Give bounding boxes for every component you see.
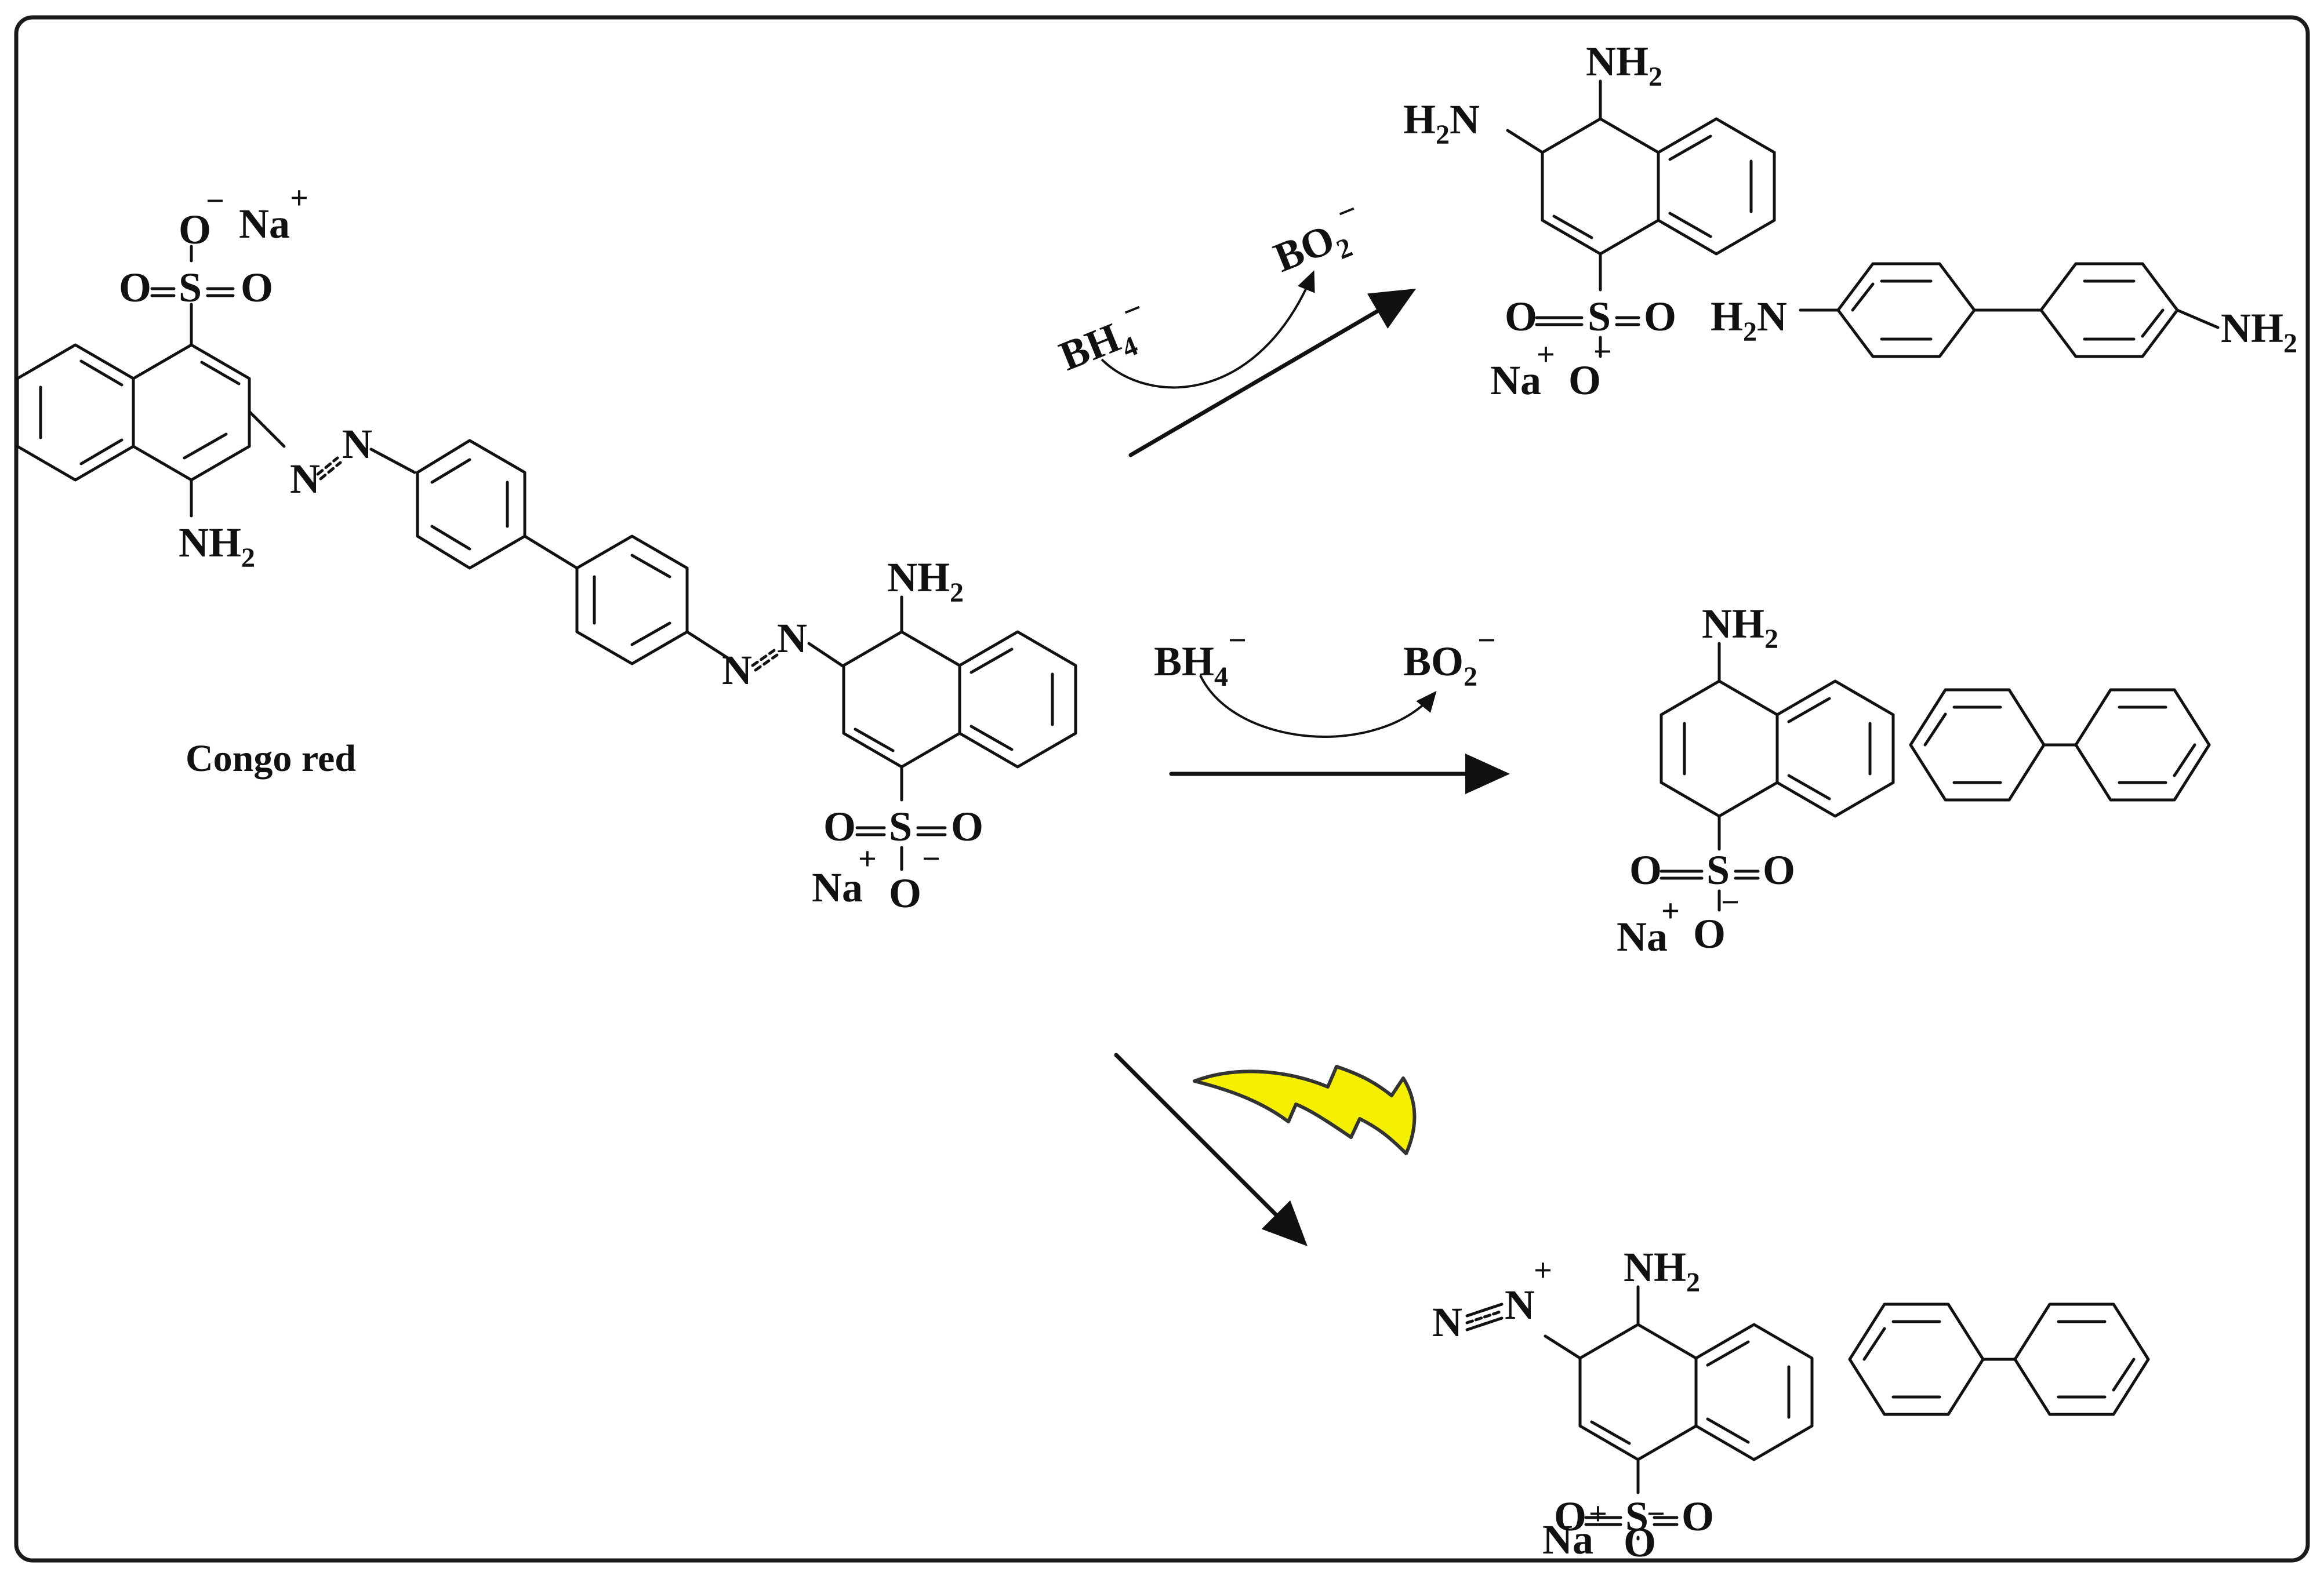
sulfonate-s-top: S [179, 264, 202, 311]
product-benzidine: H2N NH2 [1711, 262, 2297, 359]
amine-label: NH2 [887, 554, 964, 608]
diazonium-n-central: N [1505, 1282, 1535, 1328]
sulfonate-o-right: O [1763, 847, 1795, 893]
azo-double-bond [751, 649, 776, 667]
product-aminonaphthalene: NH2 S O O O − Na + [1617, 601, 1895, 960]
charge-plus: + [858, 841, 877, 877]
charge-plus: + [1534, 1253, 1552, 1289]
azo-n3: N [722, 647, 752, 693]
azo-n1: N [290, 456, 320, 502]
biphenyl-ring-b [575, 534, 729, 665]
azo-double-bond [754, 653, 779, 672]
product-bo2-middle: BO2− [1403, 623, 1496, 692]
triple-bond [1465, 1316, 1504, 1331]
bottom-pathway [1114, 1053, 1417, 1246]
lightning-bolt-icon [1193, 1065, 1417, 1155]
charge-plus: + [290, 180, 308, 216]
sodium-label: Na [1617, 914, 1668, 960]
sulfonate-o-down: O [1693, 911, 1726, 957]
sulfonate-o-left: O [119, 264, 151, 311]
amine-label: NH2 [2221, 305, 2297, 359]
charge-minus: − [1721, 885, 1740, 921]
sodium-label: Na [1542, 1516, 1593, 1563]
sulfonate-o-right: O [951, 803, 983, 850]
curved-arrow-top [1101, 270, 1315, 389]
middle-pathway: BH4− BO2− [1154, 623, 1510, 794]
triple-bond [1465, 1303, 1504, 1318]
amine-label: NH2 [1702, 601, 1778, 654]
top-pathway: BH4− BO2− [1048, 191, 1417, 457]
left-naphthalene [16, 303, 286, 518]
charge-minus: − [922, 841, 941, 877]
single-bond [369, 447, 416, 474]
biphenyl-ring-a [416, 439, 579, 570]
reagent-bh4-middle: BH4− [1154, 623, 1247, 692]
scheme-frame [14, 15, 2310, 1563]
charge-minus: − [206, 183, 224, 219]
diazonium-n-terminal: N [1432, 1299, 1462, 1345]
charge-minus: − [1593, 334, 1612, 370]
sulfonate-o-right: O [1644, 293, 1676, 340]
sulfonate-o-right: O [241, 264, 273, 311]
congo-red-structure: S O O O − Na + NH2 N N [16, 180, 1077, 916]
sulfonate-o-left: O [823, 803, 856, 850]
sulfonate-o-down: O [1568, 357, 1601, 403]
charge-plus: + [1537, 337, 1555, 373]
sulfonate-o-left: O [1629, 847, 1662, 893]
sulfonate-o-up: O [179, 206, 211, 253]
azo-double-bond [319, 461, 342, 481]
curved-arrow-middle [1199, 675, 1437, 738]
product-bo2-top: BO2− [1263, 191, 1374, 288]
compound-name: Congo red [186, 737, 356, 780]
amine-label: NH2 [179, 519, 255, 573]
sulfonate-o-left: O [1554, 1493, 1586, 1540]
amine-label: NH2 [1586, 38, 1662, 92]
charge-plus: + [1589, 1496, 1607, 1532]
triple-bond [1465, 1309, 1504, 1325]
sulfonate-o-down: O [1624, 1519, 1656, 1566]
azo-n4: N [777, 615, 807, 661]
product-biphenyl-middle [1909, 688, 2211, 802]
azo-n2: N [342, 421, 372, 467]
reagent-bh4-top: BH4− [1048, 290, 1159, 387]
product-diazonium: NH2 N N + S O O O − Na + [1432, 1244, 1814, 1566]
amine-label: H2N [1403, 96, 1480, 150]
sulfonate-o-left: O [1505, 293, 1537, 340]
reaction-arrow-top [1128, 288, 1417, 457]
product-diaminonaphthalene: NH2 H2N S O O O − Na + [1403, 38, 1776, 403]
azo-double-bond [316, 456, 339, 476]
sulfonate-s: S [1706, 847, 1730, 893]
sulfonate-s: S [1588, 293, 1611, 340]
right-naphthalene [842, 595, 1077, 802]
amine-label: NH2 [1624, 1244, 1700, 1298]
single-bond [807, 642, 845, 668]
sodium-label: Na [1490, 357, 1541, 403]
charge-minus: − [1647, 1496, 1665, 1532]
sulfonate-o-down: O [889, 870, 921, 916]
product-biphenyl-bottom [1848, 1303, 2150, 1416]
amine-label: H2N [1711, 293, 1787, 347]
sulfonate-s: S [1625, 1493, 1648, 1540]
sulfonate-s: S [889, 803, 912, 850]
sodium-label: Na [812, 864, 863, 911]
charge-plus: + [1661, 893, 1680, 929]
sulfonate-o-right: O [1682, 1493, 1714, 1540]
sodium-label: Na [239, 201, 290, 247]
reaction-arrow-bottom [1114, 1053, 1308, 1246]
